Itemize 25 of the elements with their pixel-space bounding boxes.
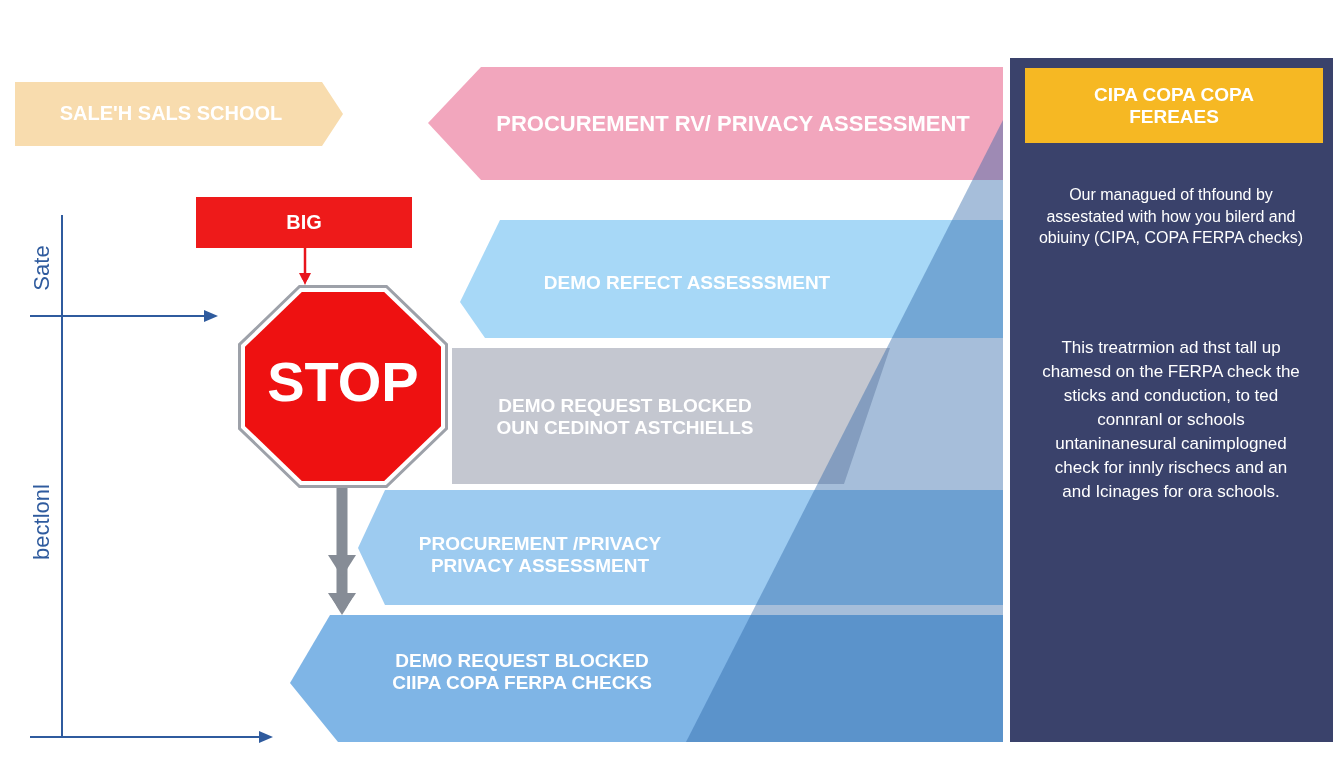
- step-text: PROCUREMENT /PRIVACY PRIVACY ASSESSMENT: [417, 532, 663, 578]
- warning-banner: [196, 197, 412, 248]
- step-text: DEMO REFECT ASSESSSMENT: [543, 271, 831, 295]
- panel-paragraph: This treatrmion ad thst tall up chamesd on the FERPA check the sticks and conduction, to ted connranl or schools untaninanesural canimplogned check for innly rischecs and an and Icinages for ora schools.: [1041, 337, 1301, 503]
- chevron-banner: [15, 82, 343, 146]
- arrow: [299, 248, 311, 285]
- step-text: DEMO REQUEST BLOCKED CIIPA COPA FERPA CHECKS: [391, 649, 653, 695]
- warning-text: BIG: [286, 211, 322, 235]
- banner-text: PROCUREMENT RV/ PRIVACY ASSESSMENT: [496, 111, 970, 137]
- arrow: [328, 488, 356, 615]
- header-text: CIPA COPA COPA FEREAES: [1092, 83, 1256, 129]
- stop-sign: [238, 285, 448, 488]
- axis-label: Sate: [29, 245, 55, 291]
- axis-label: bectlonl: [29, 484, 55, 560]
- side-panel: [1010, 58, 1333, 742]
- chevron-band: [460, 220, 1003, 338]
- slanted-band: [452, 348, 890, 484]
- chevron-band: [358, 490, 1003, 605]
- banner-text: SALE'H SALS SCHOOL: [59, 102, 283, 126]
- chevron-banner: [428, 67, 1003, 180]
- step-text: DEMO REQUEST BLOCKED OUN CEDINOT ASTCHIELLS: [495, 394, 755, 440]
- stop-text: STOP: [267, 348, 419, 415]
- header-banner: [1025, 68, 1323, 143]
- chevron-band: [290, 615, 1003, 742]
- panel-paragraph: Our managued of thfound by assestated with how you bilerd and obiuiny (CIPA, COPA FERPA checks): [1037, 184, 1305, 248]
